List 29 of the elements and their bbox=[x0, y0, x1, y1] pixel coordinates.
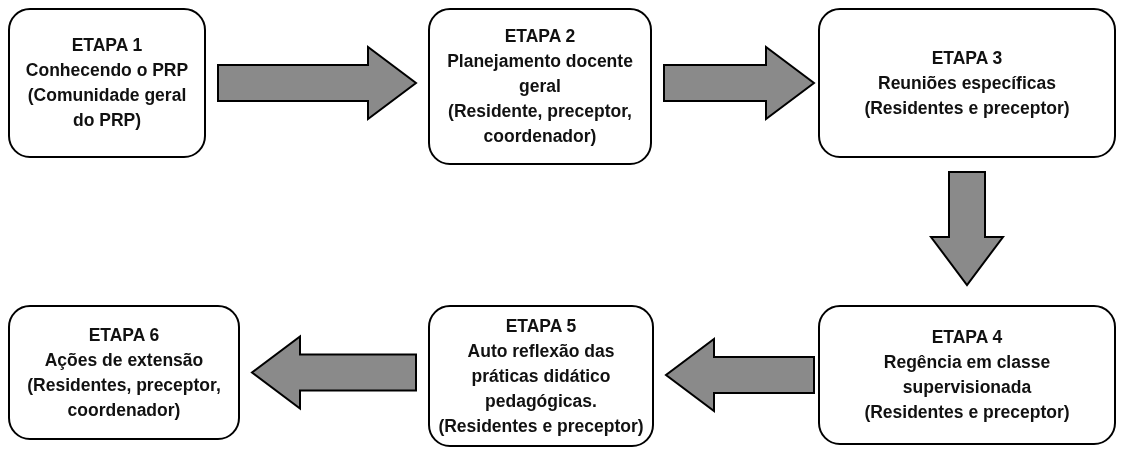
stage-box bbox=[8, 305, 240, 440]
block-arrow bbox=[664, 337, 815, 413]
stage-heading: ETAPA 5 bbox=[505, 314, 577, 338]
block-arrow bbox=[929, 171, 1005, 287]
stage-text: (Residente, preceptor, coordenador) bbox=[447, 100, 633, 148]
block-arrow bbox=[217, 45, 418, 121]
stage-box bbox=[428, 8, 652, 165]
stage-text: Ações de extensão bbox=[44, 348, 204, 372]
stage-text: Auto reflexão das práticas didático pedagógicas. bbox=[466, 339, 616, 413]
stage-text: Regência em classe supervisionada bbox=[882, 351, 1052, 399]
stage-text: Reuniões específicas bbox=[878, 71, 1056, 95]
stage-box bbox=[818, 8, 1116, 158]
stage-box bbox=[818, 305, 1116, 445]
block-arrow bbox=[250, 334, 417, 411]
stage-box bbox=[8, 8, 206, 158]
stage-box bbox=[428, 305, 654, 447]
stage-text: (Residentes e preceptor) bbox=[864, 96, 1070, 120]
stage-heading: ETAPA 1 bbox=[71, 34, 143, 57]
block-arrow bbox=[663, 45, 816, 121]
stage-heading: ETAPA 6 bbox=[88, 323, 160, 347]
stage-text: (Residentes, preceptor, coordenador) bbox=[26, 373, 222, 422]
stage-text: Planejamento docente geral bbox=[446, 50, 634, 98]
stage-text: (Residentes e preceptor) bbox=[438, 414, 644, 438]
stage-heading: ETAPA 3 bbox=[931, 46, 1003, 70]
stage-text: Conhecendo o PRP bbox=[25, 59, 189, 82]
stage-text: (Residentes e preceptor) bbox=[864, 401, 1070, 424]
stage-heading: ETAPA 4 bbox=[931, 326, 1003, 349]
stage-heading: ETAPA 2 bbox=[504, 25, 576, 48]
stage-text: (Comunidade geral do PRP) bbox=[26, 84, 188, 132]
